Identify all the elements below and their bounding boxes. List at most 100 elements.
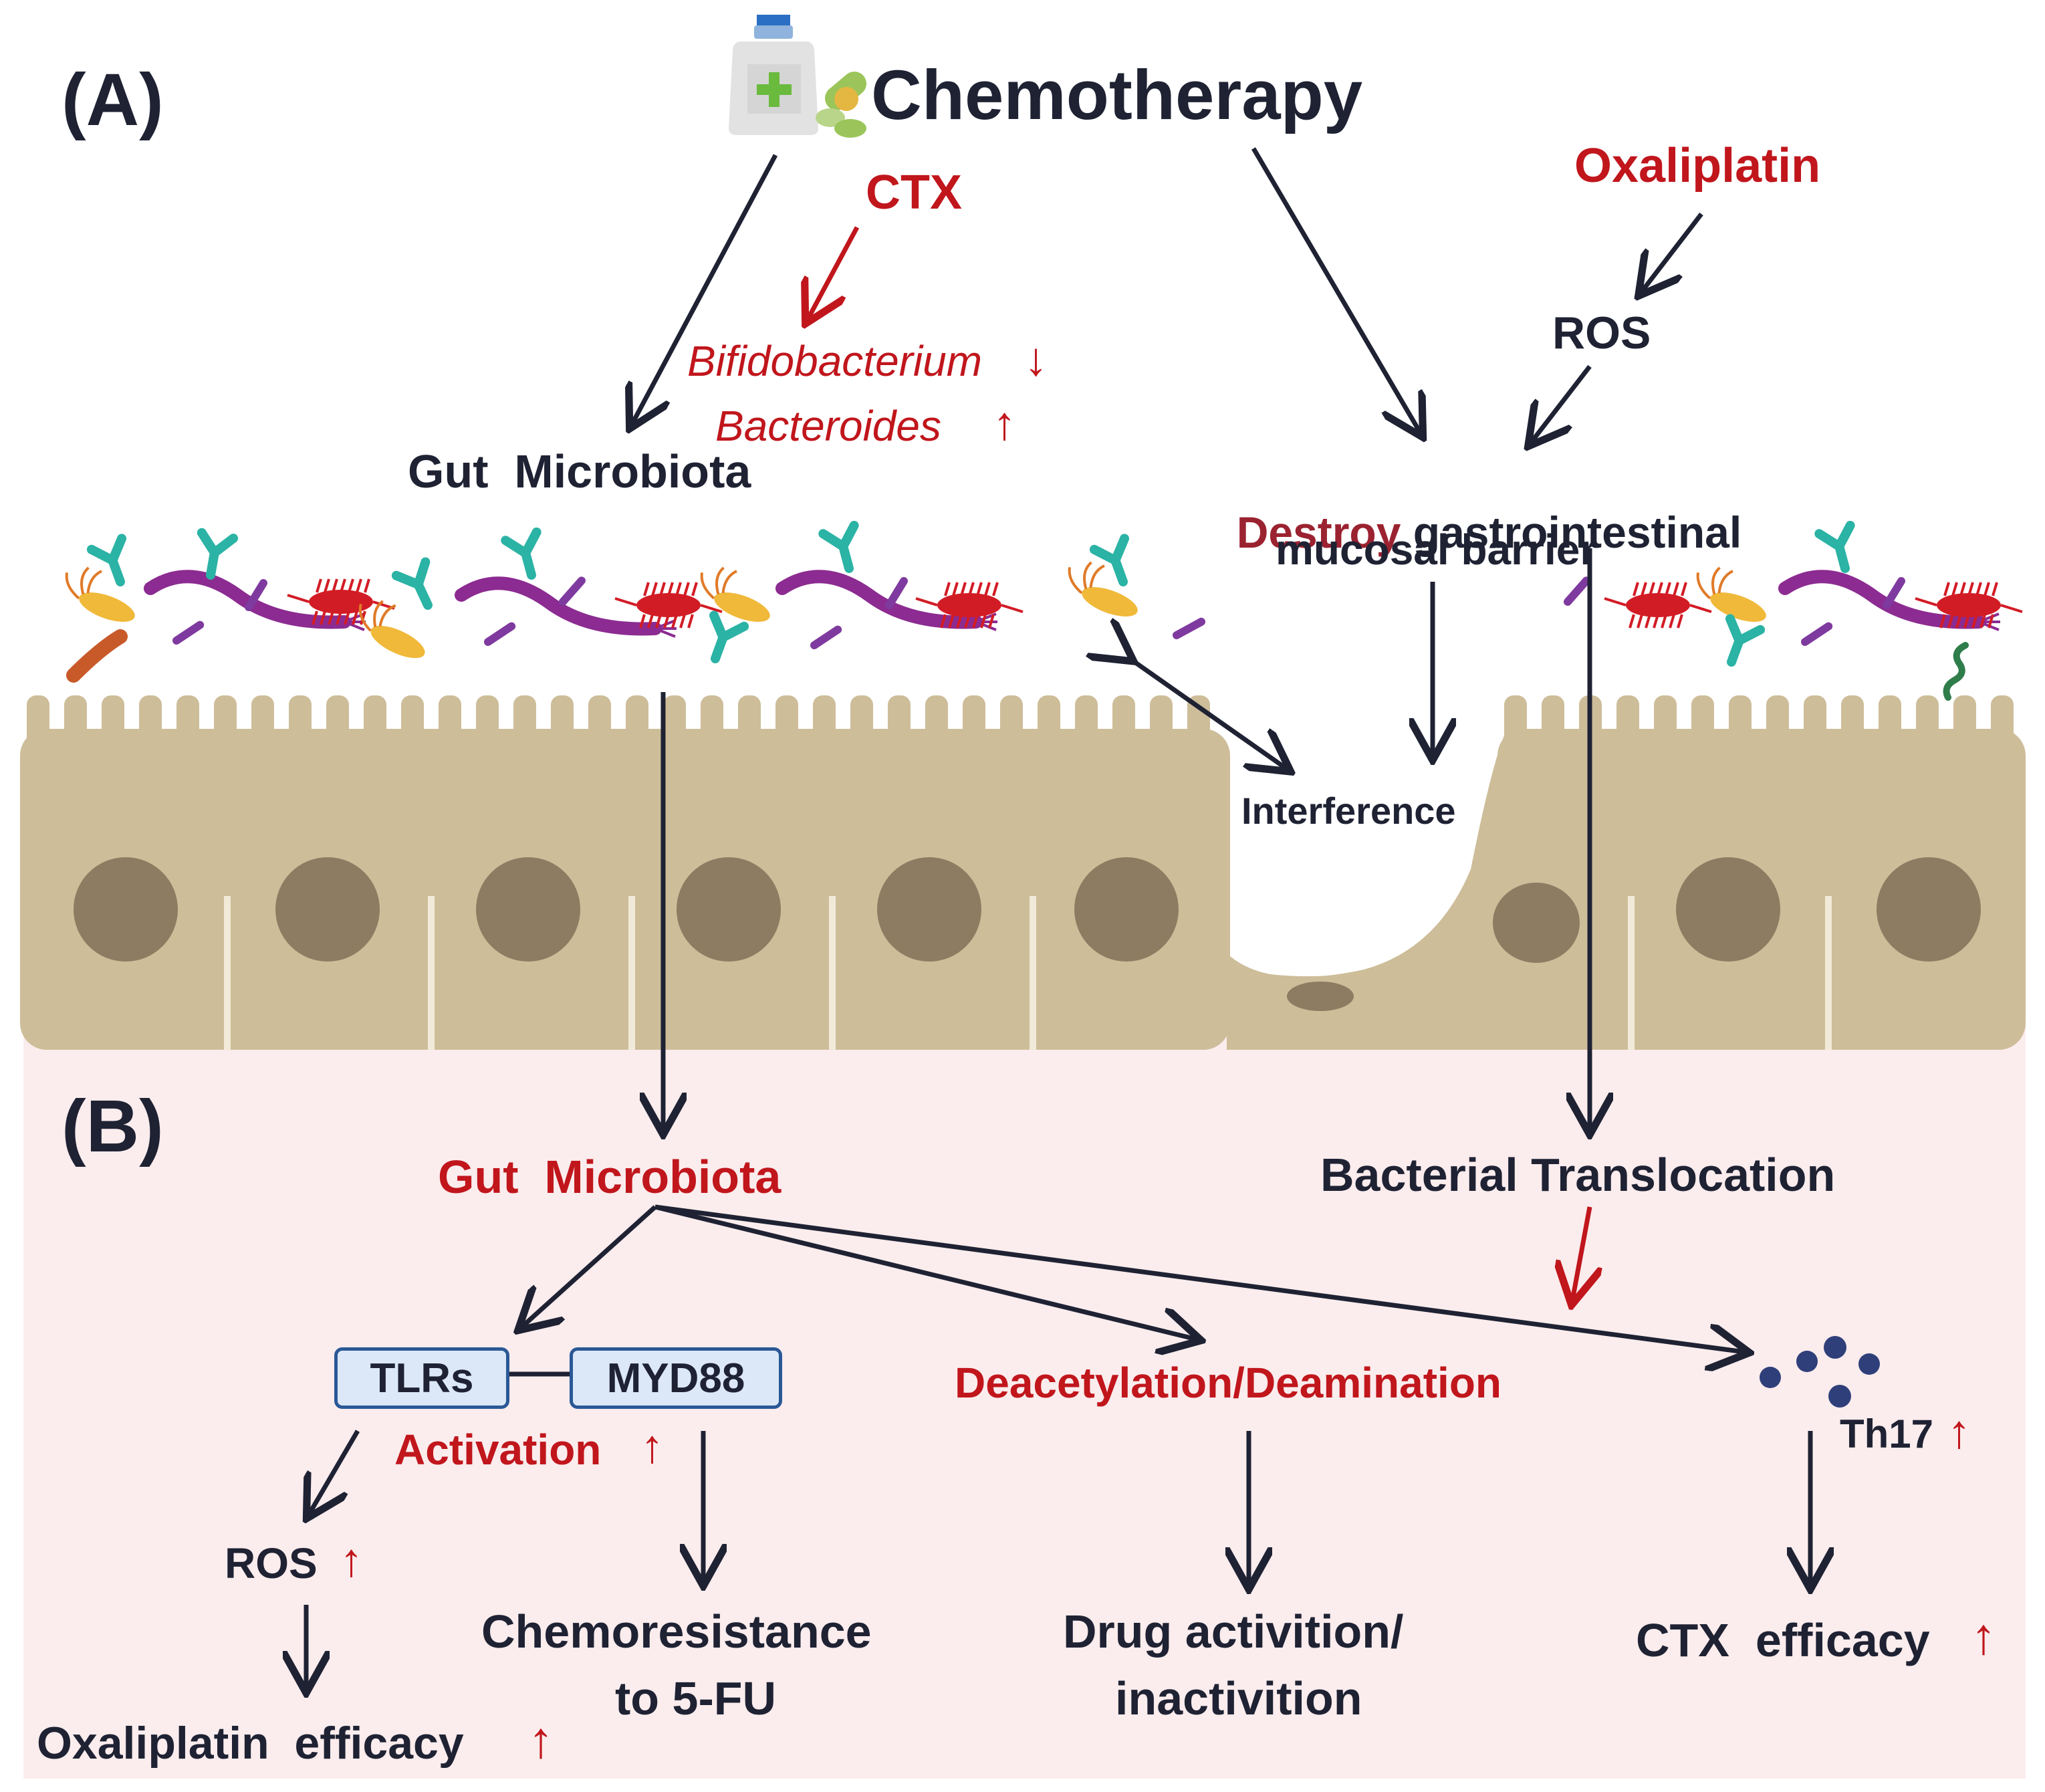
arrows-red bbox=[808, 226, 1590, 1301]
villus bbox=[1804, 695, 1826, 749]
villus bbox=[1504, 695, 1527, 749]
arrow-chemo-to-barrier bbox=[1251, 147, 1421, 433]
arrows-panel-b bbox=[306, 1204, 1810, 1688]
rod-bacterium-icon bbox=[559, 576, 586, 606]
villus bbox=[738, 695, 761, 749]
villus bbox=[214, 695, 237, 749]
villus bbox=[102, 695, 124, 749]
rod-bacterium-icon bbox=[1883, 577, 1905, 609]
gut-microbiota-label-a: Gut Microbiota bbox=[408, 445, 751, 497]
villus bbox=[888, 695, 911, 749]
villus bbox=[925, 695, 948, 749]
villus bbox=[513, 695, 536, 749]
gut-microbiota-label-b: Gut Microbiota bbox=[438, 1151, 781, 1203]
spirochete-icon bbox=[1778, 570, 1986, 629]
arrow-ros-to-barrier bbox=[1531, 364, 1592, 443]
villus bbox=[176, 695, 199, 749]
bifidobacterium-label: Bifidobacterium bbox=[687, 337, 983, 385]
pills-icon bbox=[816, 72, 867, 138]
ctx-efficacy-label: CTX efficacy bbox=[1636, 1614, 1930, 1666]
bacteroides-label: Bacteroides bbox=[715, 402, 941, 450]
arrow-tlrs-to-ros bbox=[309, 1430, 360, 1515]
rod-bacterium-icon bbox=[885, 577, 908, 609]
up-arrow-icon: ↑ bbox=[993, 397, 1016, 449]
arrow-to-tlrs bbox=[521, 1205, 657, 1327]
rod-bacterium-icon bbox=[1564, 576, 1590, 606]
villi bbox=[1504, 695, 2014, 749]
down-arrow-icon: ↓ bbox=[1024, 333, 1048, 385]
antibody-icon bbox=[709, 610, 749, 663]
villus bbox=[1000, 695, 1023, 749]
oxaliplatin-efficacy-up-arrow-icon: ↑ bbox=[528, 1712, 554, 1769]
arrows-dark bbox=[632, 147, 1703, 1130]
green-bacterium-icon bbox=[1943, 642, 1969, 701]
arrow-ctx-red bbox=[808, 226, 860, 320]
bacterial-translocation-label: Bacterial Translocation bbox=[1320, 1149, 1836, 1201]
villus bbox=[701, 695, 723, 749]
villus bbox=[1542, 695, 1564, 749]
ros-up-arrow-icon: ↑ bbox=[340, 1534, 363, 1586]
th17-cells-icon bbox=[1760, 1336, 1880, 1408]
villus bbox=[1766, 695, 1789, 749]
destroy-barrier-label: Destroy gastrointestinal bbox=[1236, 508, 1742, 557]
antibody-icon bbox=[391, 557, 433, 610]
panel-a-label: (A) bbox=[62, 59, 164, 141]
villus bbox=[364, 695, 386, 749]
ctx-label: CTX bbox=[866, 166, 962, 219]
interference-label: Interference bbox=[1241, 790, 1456, 832]
flagellated-bacterium-icon bbox=[1082, 587, 1138, 617]
arrow-oxaliplatin-to-ros bbox=[1641, 212, 1703, 292]
villus bbox=[1916, 695, 1939, 749]
drug-activation-line2: inactivition bbox=[1115, 1672, 1362, 1724]
flagellated-bacterium-icon bbox=[714, 592, 770, 622]
spirochete-icon bbox=[775, 570, 983, 629]
cell-nuclei bbox=[74, 857, 1981, 1011]
antibody-icon bbox=[1089, 534, 1130, 586]
rod-bacterium-icon bbox=[172, 621, 205, 645]
villus bbox=[1841, 695, 1864, 749]
villus bbox=[1616, 695, 1639, 749]
villus bbox=[850, 695, 873, 749]
spirochete-icon bbox=[144, 570, 351, 629]
arrow-to-th17 bbox=[654, 1204, 1745, 1352]
orange-bacterium-icon bbox=[66, 629, 128, 683]
drug-activation-line1: Drug activition/ bbox=[1063, 1605, 1404, 1658]
villus bbox=[775, 695, 798, 749]
red-bacterium-icon bbox=[1626, 593, 1690, 617]
villus bbox=[139, 695, 162, 749]
rod-bacterium-icon bbox=[484, 622, 516, 646]
arrow-chemo-to-microbiota bbox=[632, 154, 778, 425]
antibody-icon bbox=[818, 520, 859, 573]
antibody-icon bbox=[1725, 614, 1766, 667]
flagellated-bacterium-icon bbox=[79, 592, 135, 622]
activation-label: Activation bbox=[394, 1426, 602, 1474]
mucosal-barrier-label: mucosal barrier bbox=[1276, 526, 1597, 574]
cell-dividers bbox=[224, 896, 1832, 1050]
villus bbox=[1991, 695, 2014, 749]
villus bbox=[289, 695, 312, 749]
villus bbox=[1038, 695, 1060, 749]
villus bbox=[27, 695, 49, 749]
villus bbox=[551, 695, 574, 749]
villus bbox=[401, 695, 424, 749]
spirochete-icon bbox=[455, 576, 662, 636]
oxaliplatin-label: Oxaliplatin bbox=[1574, 139, 1821, 193]
villus bbox=[476, 695, 499, 749]
chemotherapy-label: Chemotherapy bbox=[871, 56, 1363, 134]
flagellated-bacterium-icon bbox=[370, 625, 425, 659]
flagellated-bacterium-icon bbox=[1710, 592, 1766, 622]
rod-bacterium-icon bbox=[1173, 617, 1206, 639]
villus bbox=[1112, 695, 1135, 749]
activation-up-arrow-icon: ↑ bbox=[640, 1420, 664, 1472]
antibody-icon bbox=[197, 528, 239, 580]
villus bbox=[588, 695, 611, 749]
villus bbox=[1879, 695, 1901, 749]
chemoresistance-line1: Chemoresistance bbox=[481, 1605, 872, 1658]
ctx-efficacy-up-arrow-icon: ↑ bbox=[1971, 1608, 1996, 1665]
th17-up-arrow-icon: ↑ bbox=[1947, 1406, 1971, 1458]
antibody-icon bbox=[501, 527, 542, 580]
th17-label: Th17 bbox=[1840, 1412, 1934, 1456]
chemoresistance-line2: to 5-FU bbox=[615, 1672, 777, 1724]
villus bbox=[439, 695, 461, 749]
